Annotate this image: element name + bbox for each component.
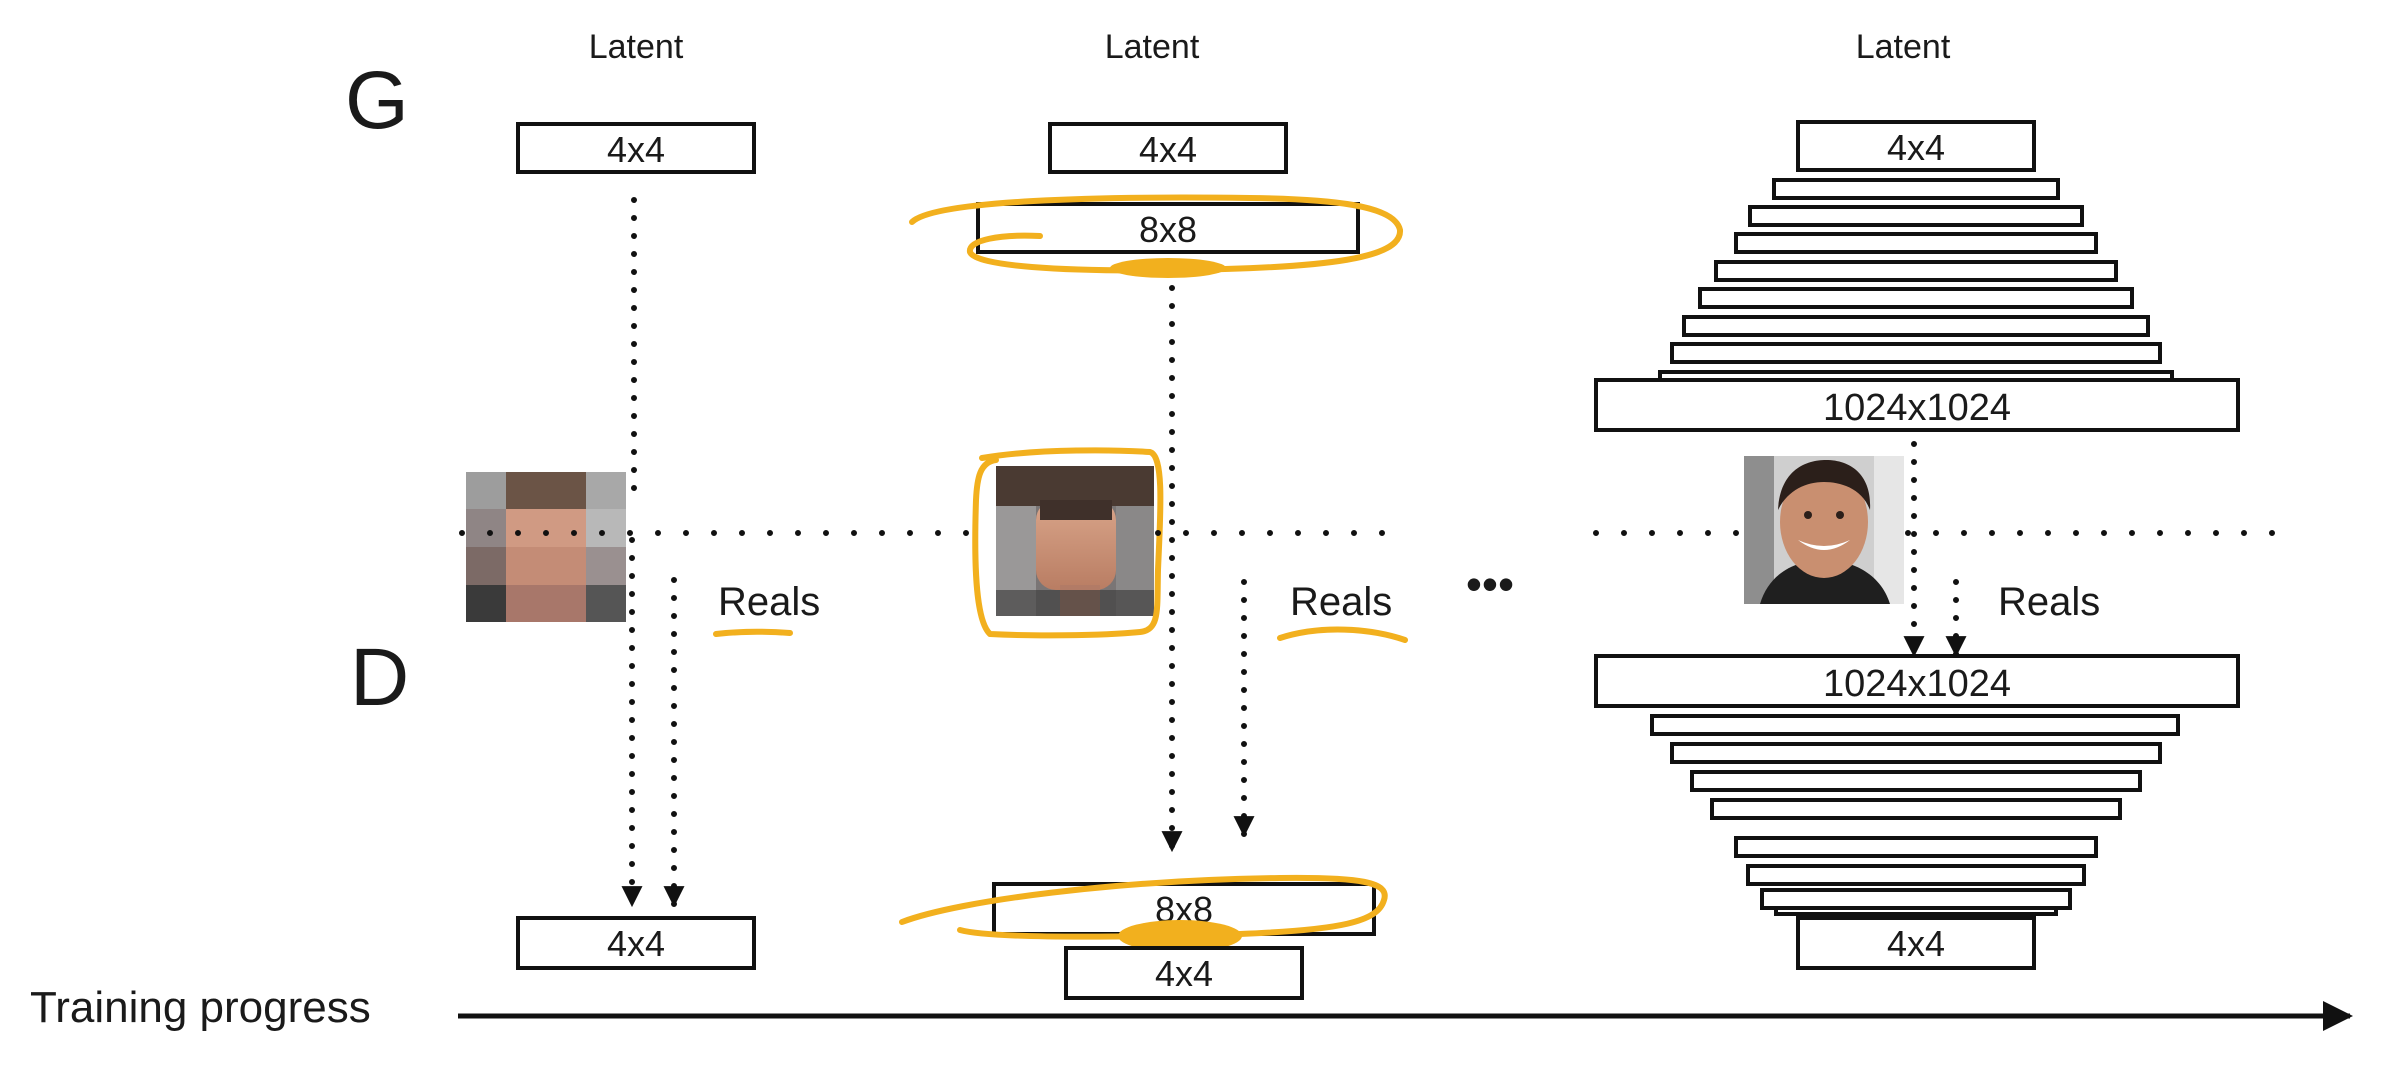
latent-label-stage2: Latent <box>1105 28 1200 66</box>
stage1-generator-4x4-layer: 4x4 <box>516 122 756 174</box>
stage3-reals-label: Reals <box>1998 580 2100 624</box>
stage2-discriminator-8x8-highlight <box>899 874 1388 940</box>
stage3-discriminator-1024-label: 1024x1024 <box>1823 663 2011 705</box>
training-progress-label: Training progress <box>30 983 371 1032</box>
stage2-generated-image <box>996 466 1154 616</box>
stage3-discriminator-1024-layer: 1024x1024 <box>1594 654 2240 708</box>
stage1-reals-label: Reals <box>718 580 820 624</box>
stage1-reals-underline <box>713 628 793 637</box>
stage1-discriminator-4x4-layer: 4x4 <box>516 916 756 970</box>
stage2-generator-8x8-label: 8x8 <box>1139 209 1197 250</box>
stage2-discriminator-highlight-blob <box>1118 920 1242 952</box>
stage2-generator-4x4-label: 4x4 <box>1139 129 1197 170</box>
stage3-generator-stack: 4x4 <box>1646 120 2186 420</box>
stage2-reals-underline <box>1277 626 1408 643</box>
stage3-real-image <box>1744 456 1904 604</box>
stage1-generated-image <box>466 472 626 622</box>
generator-label: G <box>345 55 409 146</box>
stage2-reals-label: Reals <box>1290 580 1392 624</box>
stage2-image-highlight <box>972 447 1164 639</box>
stage1-generator-4x4-label: 4x4 <box>607 129 665 170</box>
stage2-generator-highlight-blob <box>1110 258 1226 278</box>
discriminator-label: D <box>350 632 409 723</box>
stage2-generator-4x4-layer: 4x4 <box>1048 122 1288 174</box>
latent-label-stage3: Latent <box>1856 28 1951 66</box>
stage2-discriminator-4x4-label: 4x4 <box>1155 953 1213 994</box>
latent-label-stage1: Latent <box>589 28 684 66</box>
stage2-generator-8x8-highlight <box>909 194 1403 274</box>
stage3-generator-4x4-label: 4x4 <box>1887 127 1945 168</box>
stage2-discriminator-4x4-layer: 4x4 <box>1064 946 1304 1000</box>
stage3-discriminator-4x4-label: 4x4 <box>1887 923 1945 964</box>
stage3-generator-1024-layer: 1024x1024 <box>1594 378 2240 432</box>
stage3-discriminator-stack <box>1650 714 2180 916</box>
stage-ellipsis: ••• <box>1466 558 1514 610</box>
stage1-discriminator-4x4-label: 4x4 <box>607 923 665 964</box>
stage3-discriminator-4x4-layer: 4x4 <box>1796 916 2036 970</box>
stage3-generator-1024-label: 1024x1024 <box>1823 387 2011 429</box>
stage2-generator-8x8-layer: 8x8 <box>976 202 1360 254</box>
